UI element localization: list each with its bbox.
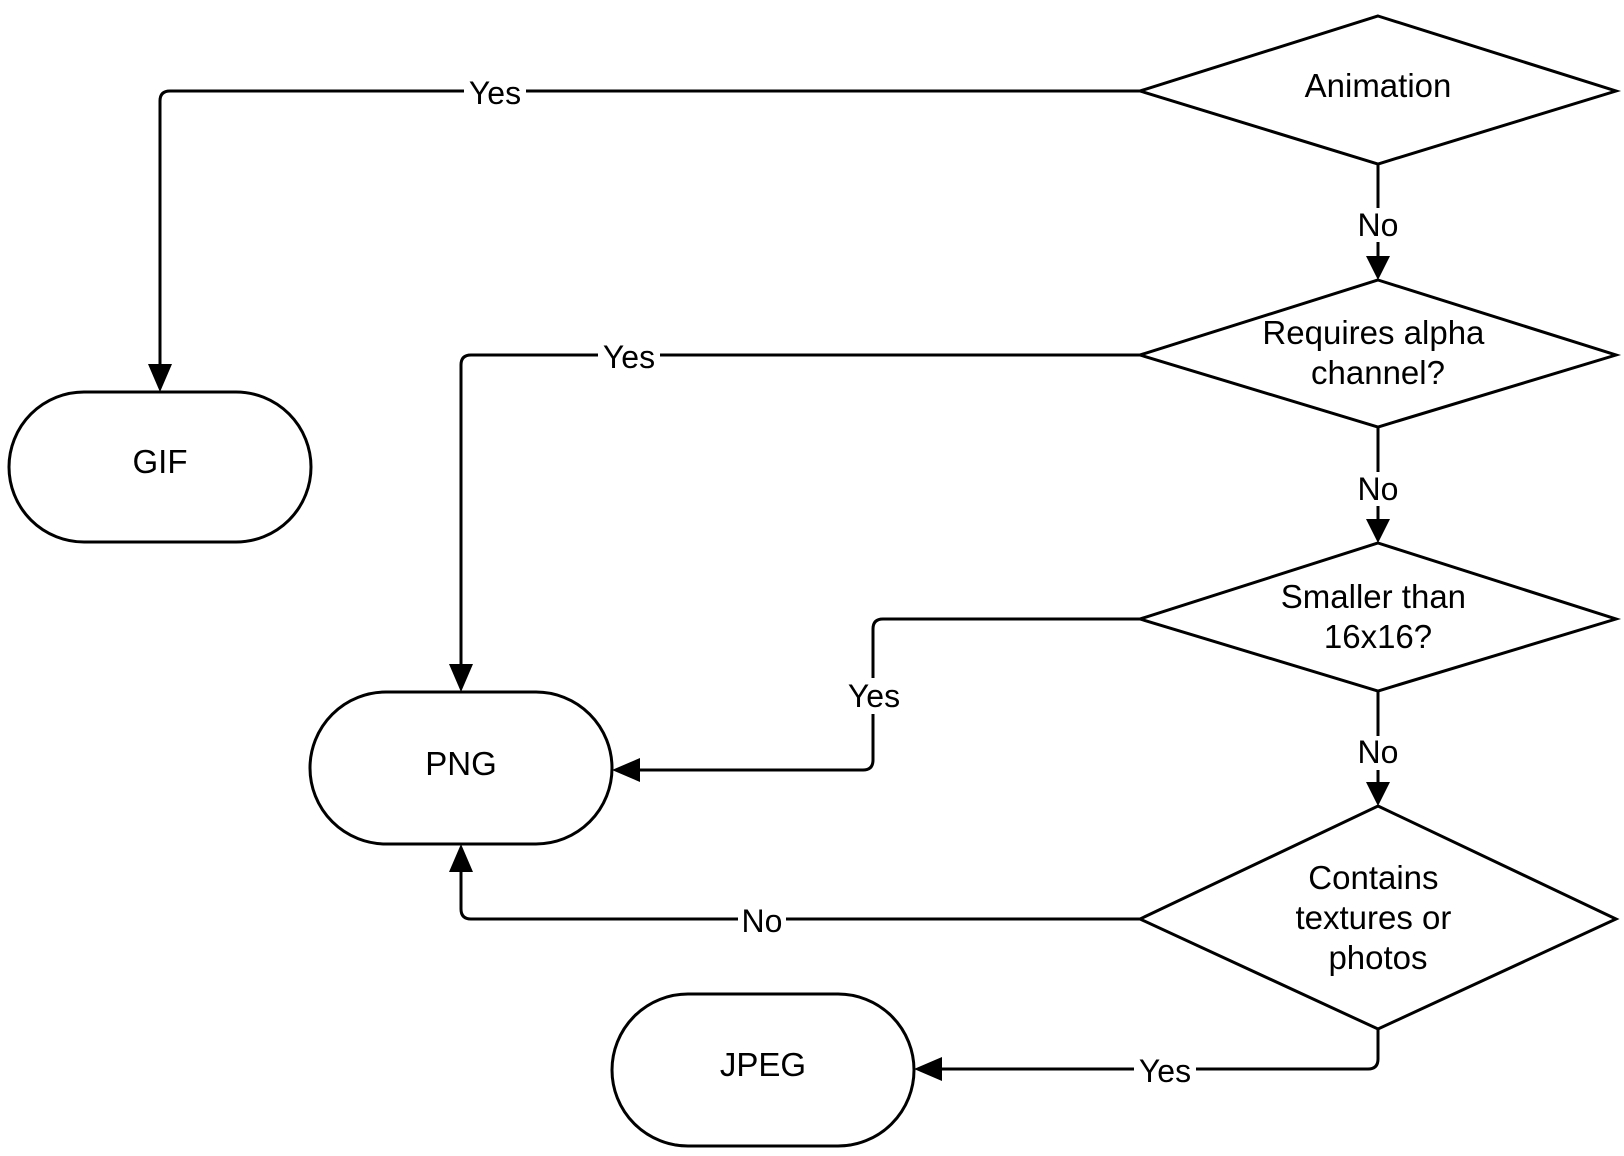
edge-label-yes: Yes (848, 678, 900, 714)
edge-contains-png: No (449, 844, 1142, 939)
decision-contains: Contains textures or photos (1136, 804, 1620, 1031)
edge-contains-jpeg: Yes (914, 1027, 1380, 1089)
edge-label-no: No (742, 903, 783, 939)
edge-animation-gif: Yes (148, 74, 1142, 392)
decision-smaller: Smaller than 16x16? (1134, 541, 1622, 693)
edge-label-no: No (1358, 734, 1399, 770)
decision-animation: Animation (1134, 14, 1622, 166)
edge-label-no: No (1358, 207, 1399, 243)
edge-label-yes: Yes (1139, 1053, 1191, 1089)
decision-alpha-text: Requires alpha channel? (1262, 314, 1493, 391)
edge-alpha-png: Yes (449, 338, 1142, 692)
terminal-jpeg: JPEG (610, 992, 916, 1148)
edge-smaller-contains: No (1354, 689, 1402, 806)
terminal-gif: GIF (7, 390, 313, 544)
edge-animation-alpha: No (1354, 162, 1402, 280)
edge-label-yes: Yes (469, 75, 521, 111)
decision-contains-text: Contains textures or photos (1295, 859, 1460, 976)
terminal-png: PNG (308, 690, 614, 846)
terminal-jpeg-text: JPEG (720, 1046, 806, 1083)
edge-label-no: No (1358, 471, 1399, 507)
edge-label-yes: Yes (603, 339, 655, 375)
terminal-png-text: PNG (425, 745, 497, 782)
edge-smaller-png: Yes (612, 617, 1142, 782)
decision-alpha: Requires alpha channel? (1134, 278, 1622, 429)
edge-alpha-smaller: No (1354, 425, 1402, 543)
decision-animation-text: Animation (1305, 67, 1452, 104)
decision-smaller-text: Smaller than 16x16? (1281, 578, 1475, 655)
terminal-gif-text: GIF (133, 443, 188, 480)
